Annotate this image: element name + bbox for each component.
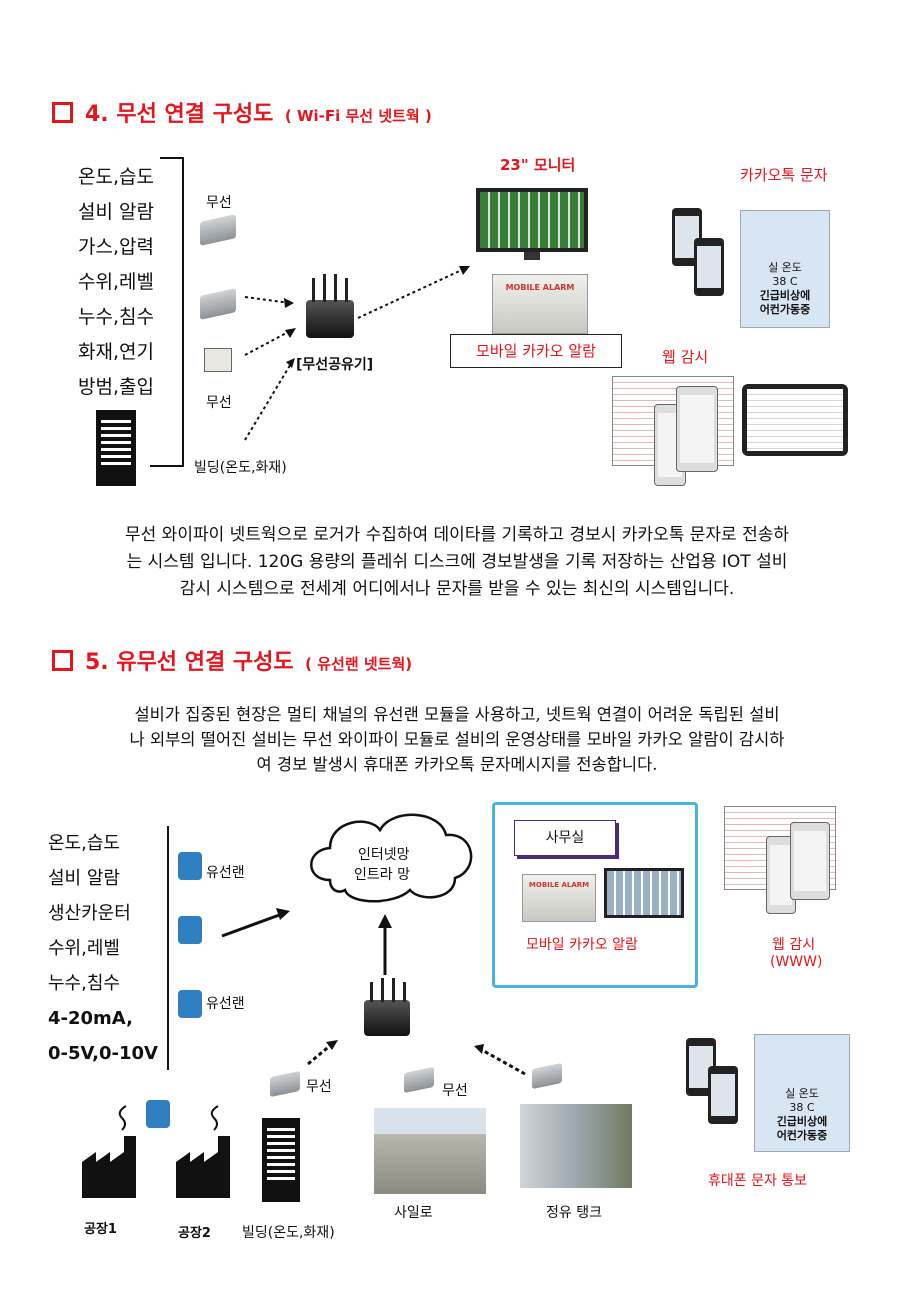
factory2-label: 공장2	[178, 1226, 211, 1241]
web-label: (WWW)	[770, 954, 823, 970]
silo-photo	[374, 1108, 486, 1194]
smartphone-icon	[790, 822, 830, 900]
sensor-list: 온도,습도 설비 알람 생산카운터 수위,레벨 누수,침수 4-20mA, 0-…	[48, 826, 158, 1071]
router-antenna	[370, 982, 373, 1002]
sensor-item: 온도,습도	[48, 833, 120, 854]
router-antenna	[403, 982, 406, 1002]
lan-label: 유선랜	[206, 865, 245, 881]
section5-title: 5. 유무선 연결 구성도 ( 유선랜 넷트웍)	[52, 644, 412, 676]
mobile-alarm-device: MOBILE ALARM	[522, 874, 596, 922]
office-box	[492, 802, 698, 988]
sensor-box-icon	[204, 348, 232, 372]
cloud-label: 인트라 망	[354, 867, 410, 883]
tablet-icon	[742, 384, 848, 456]
mobile-alarm-label: 모바일 카카오 알람	[526, 937, 638, 953]
router-antenna	[345, 278, 348, 302]
section4-description: 무선 와이파이 넷트웍으로 로거가 수집하여 데이타를 기록하고 경보시 카카오…	[125, 525, 789, 599]
tank-label: 정유 탱크	[546, 1205, 602, 1221]
router-icon	[306, 300, 354, 338]
sensor-item: 방범,출입	[78, 376, 154, 398]
sensor-item: 수위,레벨	[78, 271, 154, 293]
sensor-item: 설비 알람	[78, 201, 154, 223]
router-icon	[364, 1000, 410, 1036]
lan-module-icon	[178, 852, 202, 880]
checkbox-square-icon	[52, 102, 73, 123]
monitor-icon	[604, 868, 684, 918]
sms-card: 실 온도 38 C 긴급비상에 어컨가동중	[754, 1034, 850, 1152]
sensor-item: 가스,압력	[78, 236, 154, 258]
router-antenna	[312, 278, 315, 302]
router-antenna	[334, 274, 337, 302]
web-label: 웹 감시	[772, 937, 816, 953]
checkbox-square-icon	[52, 650, 73, 671]
lan-module-icon	[146, 1100, 170, 1128]
wireless-label: 무선	[206, 395, 232, 411]
building-icon	[96, 410, 136, 486]
kakao-label: 카카오톡 문자	[740, 166, 828, 184]
mobile-alarm-box: 모바일 카카오 알람	[450, 334, 622, 368]
monitor-icon	[476, 188, 588, 252]
router-antenna	[392, 978, 395, 1002]
sensor-list: 온도,습도 설비 알람 가스,압력 수위,레벨 누수,침수 화재,연기 방범,출…	[78, 160, 154, 405]
router-label: [무선공유기]	[296, 357, 374, 373]
section5-description: 설비가 집중된 현장은 멀티 채널의 유선랜 모듈을 사용하고, 넷트웍 연결이…	[129, 705, 785, 774]
factory1-label: 공장1	[84, 1222, 117, 1237]
smartphone-icon	[694, 238, 724, 296]
sensor-item: 0-5V,0-10V	[48, 1043, 158, 1064]
wireless-label: 무선	[206, 195, 232, 211]
lan-module-icon	[178, 990, 202, 1018]
wireless-label: 무선	[442, 1083, 468, 1099]
web-label: 웹 감시	[662, 348, 709, 366]
office-label: 사무실	[514, 820, 616, 856]
router-antenna	[381, 978, 384, 1002]
silo-label: 사일로	[394, 1205, 433, 1221]
lan-label: 유선랜	[206, 996, 245, 1012]
sensor-item: 온도,습도	[78, 166, 154, 188]
building-label: 빌딩(온도,화재)	[242, 1225, 335, 1241]
tank-photo	[520, 1104, 632, 1188]
section4-title: 4. 무선 연결 구성도 ( Wi-Fi 무선 넷트웍 )	[52, 96, 432, 128]
sensor-item: 설비 알람	[48, 868, 120, 889]
mobile-alarm-device: MOBILE ALARM	[492, 274, 588, 334]
sensor-item: 수위,레벨	[48, 938, 120, 959]
sensor-item: 생산카운터	[48, 903, 131, 924]
smartphone-icon	[676, 386, 718, 472]
phone-sms-label: 휴대폰 문자 통보	[708, 1173, 808, 1189]
sensor-item: 누수,침수	[78, 306, 154, 328]
monitor-label: 23" 모니터	[500, 156, 576, 174]
building-label: 빌딩(온도,화재)	[194, 460, 287, 476]
sensor-item: 4-20mA,	[48, 1008, 133, 1029]
cloud-label: 인터넷망	[358, 847, 410, 863]
router-antenna	[323, 274, 326, 302]
sensor-item: 화재,연기	[78, 341, 154, 363]
smartphone-icon	[708, 1066, 738, 1124]
wireless-label: 무선	[306, 1079, 332, 1095]
sensor-item: 누수,침수	[48, 973, 120, 994]
lan-module-icon	[178, 916, 202, 944]
building-icon	[262, 1118, 300, 1202]
monitor-stand	[524, 252, 540, 260]
sms-card: 실 온도 38 C 긴급비상에 어컨가동중	[740, 210, 830, 328]
